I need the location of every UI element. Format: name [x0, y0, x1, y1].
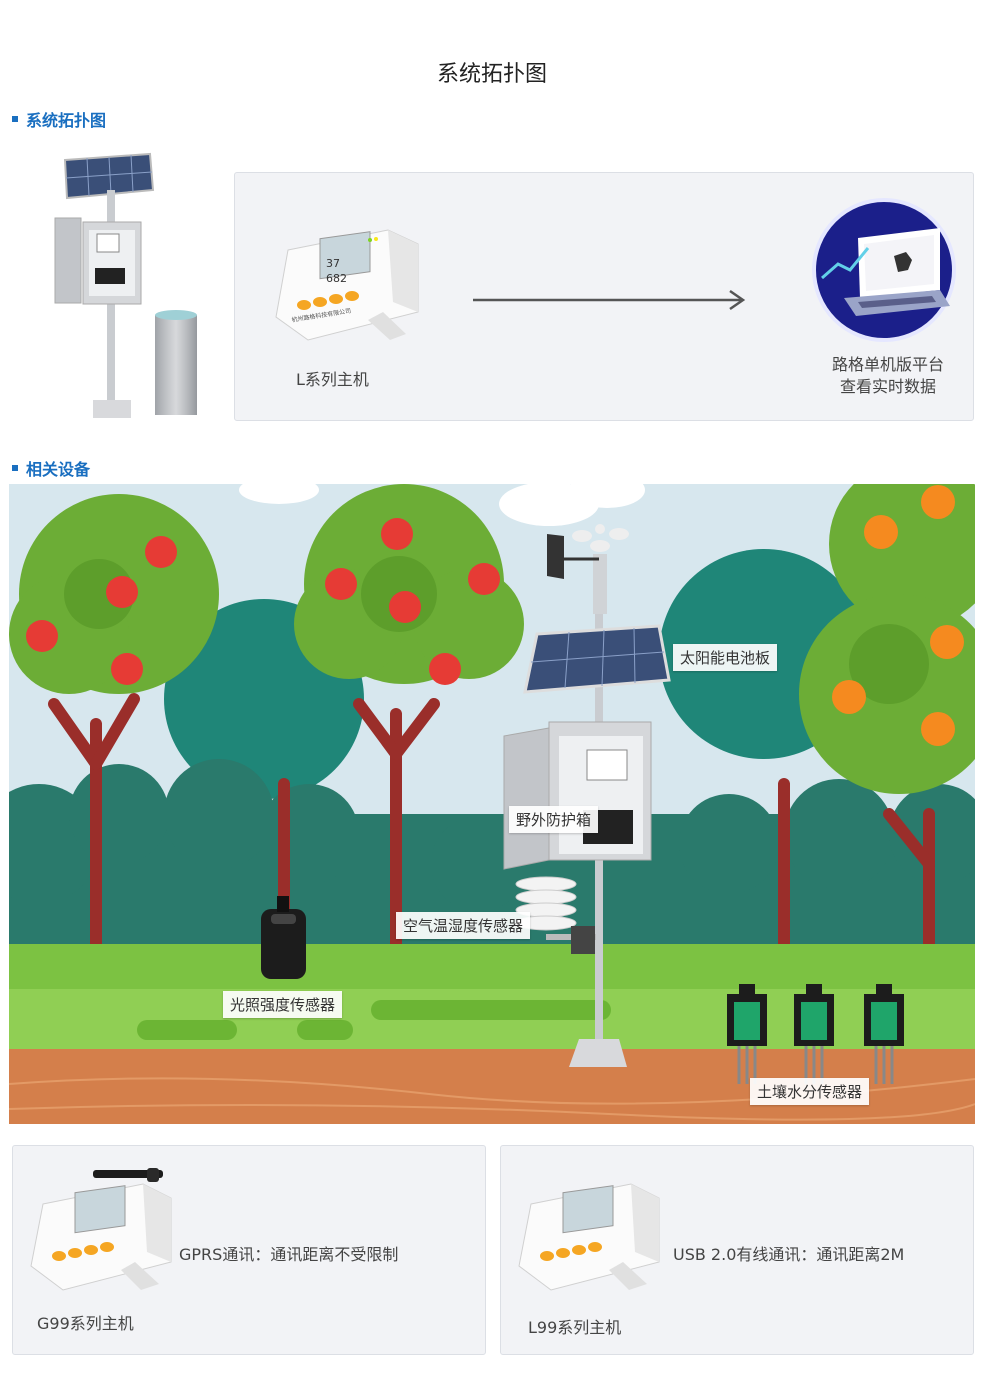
orchard-scene — [9, 484, 975, 1124]
g99-name: G99系列主机 — [37, 1314, 134, 1333]
host-caption: L系列主机 — [296, 370, 369, 389]
platform-caption-line1: 路格单机版平台 — [831, 355, 944, 374]
outdoor-box-icon — [54, 217, 142, 305]
scene-solar-panel-icon — [523, 624, 671, 694]
platform-laptop-icon — [812, 198, 956, 342]
label-solar-panel: 太阳能电池板 — [673, 644, 778, 671]
label-air-sensor: 空气温湿度传感器 — [396, 912, 531, 939]
l99-name: L99系列主机 — [528, 1318, 622, 1337]
section-heading-label: 相关设备 — [26, 460, 91, 479]
host-card-g99: GPRS通讯：通讯距离不受限制 G99系列主机 — [12, 1145, 486, 1355]
radiation-shield-icon — [515, 876, 577, 931]
apple-icon — [26, 518, 500, 685]
l-series-logger-image: 37 682 杭州路格科技有限公司 — [275, 229, 419, 341]
label-soil-sensor: 土壤水分传感器 — [750, 1078, 870, 1105]
platform-caption-line2: 查看实时数据 — [839, 377, 936, 396]
station-photo — [54, 152, 197, 418]
cloud-icon — [239, 484, 645, 526]
host-card-l99: USB 2.0有线通讯：通讯距离2M L99系列主机 — [500, 1145, 974, 1355]
solar-panel-icon — [63, 152, 155, 200]
orange-icon — [832, 485, 964, 746]
section-heading-devices: 相关设备 — [12, 456, 90, 480]
platform-caption: 路格单机版平台 查看实时数据 — [800, 354, 976, 398]
l99-description: USB 2.0有线通讯：通讯距离2M — [673, 1245, 905, 1264]
logger-screen-value2: 682 — [326, 272, 347, 285]
section-heading-topology: 系统拓扑图 — [12, 107, 106, 131]
rain-gauge-icon — [155, 310, 197, 415]
data-flow-arrow-icon — [473, 289, 746, 311]
g99-logger-image — [30, 1168, 172, 1291]
label-light-sensor: 光照强度传感器 — [223, 991, 343, 1018]
soil-sensor-icon — [727, 984, 904, 1084]
label-outdoor-box: 野外防护箱 — [509, 806, 599, 833]
light-sensor-icon — [261, 896, 306, 979]
l99-logger-image — [518, 1183, 660, 1291]
weather-station-icon — [503, 524, 671, 1067]
section-heading-label: 系统拓扑图 — [26, 111, 107, 130]
logger-screen-value1: 37 — [326, 257, 340, 270]
page-title: 系统拓扑图 — [436, 62, 547, 87]
section-bullet-icon — [12, 116, 18, 122]
section-bullet-icon — [12, 465, 18, 471]
g99-description: GPRS通讯：通讯距离不受限制 — [179, 1245, 399, 1264]
antenna-icon — [93, 1170, 163, 1178]
